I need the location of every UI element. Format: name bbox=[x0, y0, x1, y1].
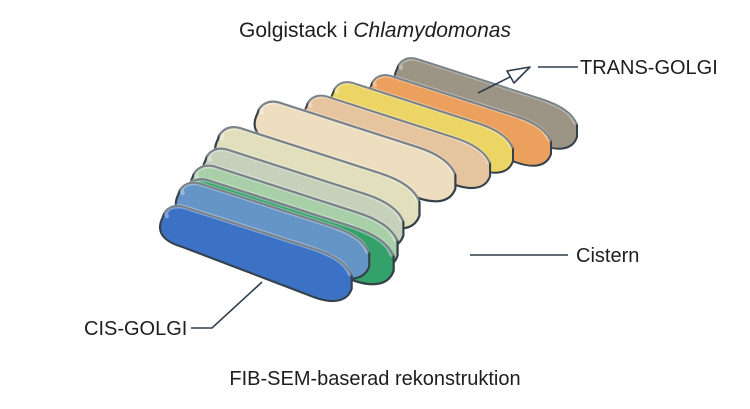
cis-leader-line bbox=[191, 281, 263, 329]
trans-golgi-label: TRANS-GOLGI bbox=[580, 57, 718, 79]
species-name: Chlamydomonas bbox=[353, 19, 511, 42]
diagram-title: Golgistack i Chlamydomonas bbox=[0, 20, 750, 41]
title-text: Golgistack i bbox=[239, 19, 354, 42]
golgi-stack bbox=[158, 56, 578, 303]
diagram-caption: FIB-SEM-baserad rekonstruktion bbox=[229, 368, 521, 390]
cistern-label: Cistern bbox=[576, 245, 640, 267]
cis-golgi-label: CIS-GOLGI bbox=[84, 318, 188, 340]
trans-arrow-head-icon bbox=[506, 66, 531, 84]
